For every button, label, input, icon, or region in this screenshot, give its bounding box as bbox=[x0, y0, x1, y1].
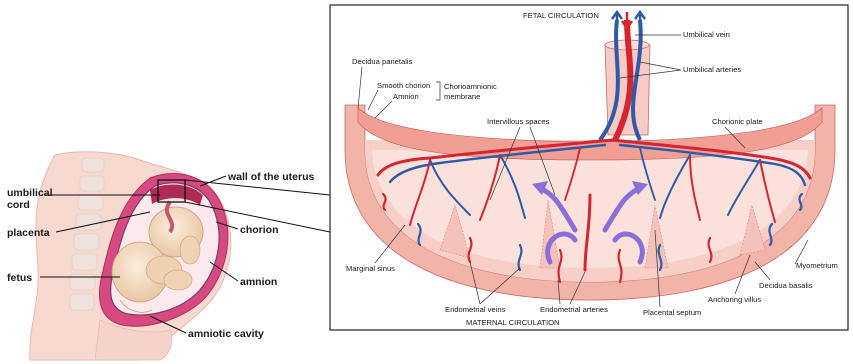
label-cord: cord bbox=[7, 199, 30, 211]
label-fetal-circulation: FETAL CIRCULATION bbox=[523, 11, 599, 20]
label-chorioamnionic: Chorioamnionic bbox=[444, 82, 497, 91]
label-smooth-chorion: Smooth chorion bbox=[377, 81, 430, 90]
label-endometrial-veins: Endometrial veins bbox=[445, 305, 506, 314]
label-wall-of-uterus: wall of the uterus bbox=[227, 171, 315, 183]
label-amniotic-cavity: amniotic cavity bbox=[188, 328, 264, 340]
label-chorion: chorion bbox=[240, 224, 279, 236]
label-amnion-right: Amnion bbox=[393, 92, 419, 101]
label-endometrial-arteries: Endometrial arteries bbox=[540, 305, 608, 314]
label-placental-septum: Placental septum bbox=[643, 308, 701, 317]
label-marginal-sinus: Marginal sinus bbox=[346, 264, 395, 273]
placenta-cross-section-panel: FETAL CIRCULATION Umbilical vein Umbilic… bbox=[330, 5, 848, 330]
label-decidua-parietalis: Decidua parietalis bbox=[352, 57, 413, 66]
label-fetus: fetus bbox=[7, 272, 32, 284]
label-membrane: membrane bbox=[444, 92, 480, 101]
label-umbilical-vein: Umbilical vein bbox=[683, 30, 730, 39]
label-umbilical-arteries: Umbilical arteries bbox=[683, 65, 741, 74]
label-anchoring-villus: Anchoring villus bbox=[708, 295, 761, 304]
label-maternal-circulation: MATERNAL CIRCULATION bbox=[466, 318, 560, 327]
label-intervillous-spaces: Intervillous spaces bbox=[487, 117, 550, 126]
label-umbilical: umbilical bbox=[7, 187, 53, 199]
label-chorionic-plate: Chorionic plate bbox=[712, 117, 763, 126]
label-amnion: amnion bbox=[240, 276, 277, 288]
label-placenta: placenta bbox=[7, 227, 50, 239]
label-myometrium: Myometrium bbox=[796, 261, 838, 270]
label-decidua-basalis: Decidua basalis bbox=[759, 281, 813, 290]
